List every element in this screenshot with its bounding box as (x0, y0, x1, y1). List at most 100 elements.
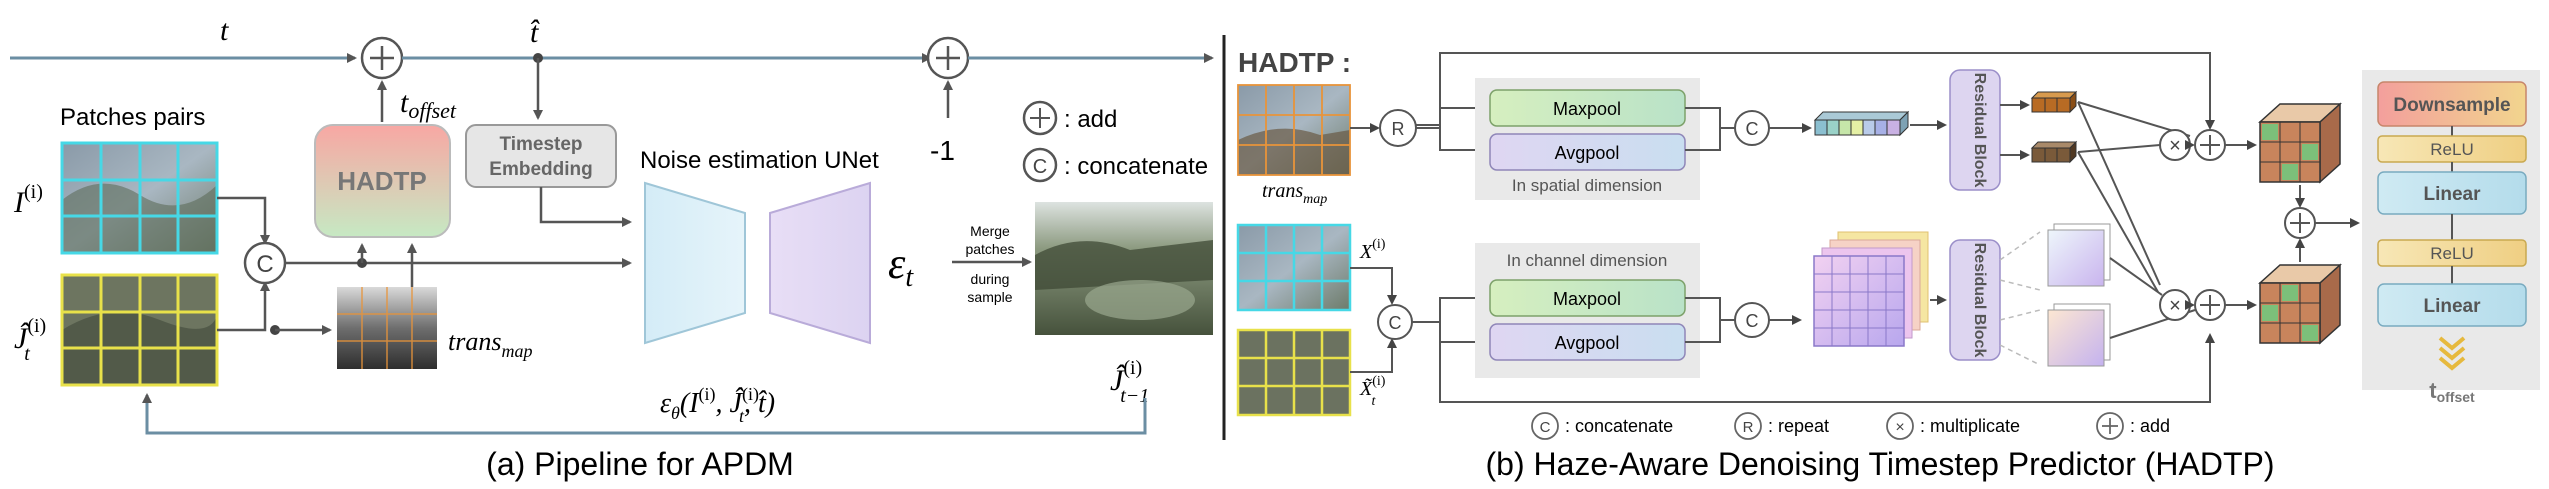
svg-text:C: C (1033, 156, 1047, 178)
pipeline-panel: t t̂ -1 toffset HADTP Timestep Embe (10, 14, 1214, 482)
svg-text:C: C (256, 251, 273, 278)
add-operator-1 (360, 36, 404, 80)
mlp-downsample-label: Downsample (2393, 95, 2510, 116)
mlp-relu-2-label: ReLU (2430, 244, 2473, 263)
add-operator-2 (926, 36, 970, 80)
channel-feature-stack (1813, 231, 1929, 347)
spatial-out-2 (2030, 140, 2078, 164)
unet-label: Noise estimation UNet (640, 147, 879, 174)
residual-block-channel-label: Residual Block (1971, 243, 1988, 358)
concat-spatial: C (1734, 110, 1770, 146)
avgpool-spatial (1489, 133, 1686, 171)
merge-line-1: patches (965, 241, 1014, 257)
I-label: I(i) (13, 181, 43, 219)
mlp-linear-1-label: Linear (2423, 184, 2481, 205)
legend-concat: C : concatenate (1022, 147, 1208, 183)
merge-line-3: sample (967, 289, 1012, 305)
avgpool-channel-label: Avgpool (1555, 333, 1620, 353)
legend-b-add: : add (2096, 412, 2170, 440)
channel-out-1 (2047, 223, 2111, 287)
concat-operator: C (243, 241, 287, 285)
concat-channel: C (1734, 302, 1770, 338)
svg-text:: concatenate: : concatenate (1565, 416, 1673, 436)
multiply-top: × (2159, 129, 2191, 161)
avgpool-spatial-label: Avgpool (1555, 143, 1620, 163)
hadtp-box (314, 124, 451, 238)
residual-block-channel (1949, 239, 2001, 361)
toffset-label: toffset (400, 86, 457, 123)
noisy-patch (60, 273, 219, 387)
legend-b-repeat: R : repeat (1734, 412, 1829, 440)
unet-decoder (769, 181, 871, 345)
channel-out-2 (2047, 303, 2111, 367)
hadtp-trans-label: transmap (1262, 180, 1327, 207)
merge-line-0: Merge (970, 223, 1010, 239)
concat-channel-input: C (1377, 304, 1413, 340)
patches-pairs-label: Patches pairs (60, 104, 205, 131)
svg-text:C: C (1746, 311, 1759, 331)
svg-text:R: R (1392, 119, 1405, 139)
x-label: X(i) (1359, 237, 1386, 263)
legend-b-concat: C : concatenate (1531, 412, 1673, 440)
channel-caption: In channel dimension (1507, 251, 1668, 270)
svg-text:C: C (1389, 313, 1402, 333)
hadtp-box-label: HADTP (337, 166, 427, 196)
add-final (2284, 207, 2316, 239)
minus-one-label: -1 (930, 135, 955, 166)
repeat-operator: R (1379, 109, 1417, 147)
svg-text:×: × (1895, 419, 1904, 436)
spatial-out-1 (2030, 90, 2078, 114)
unet-encoder (644, 181, 746, 345)
J-label: Ĵ(i)t (14, 315, 46, 365)
spatial-caption: In spatial dimension (1512, 176, 1662, 195)
feedback-loop (142, 393, 1147, 435)
merge-line-2: during (971, 271, 1010, 287)
legend-add: : add (1022, 100, 1117, 136)
feature-cube-top (2258, 102, 2342, 184)
chevron-down-icon (2438, 336, 2466, 371)
svg-text:C: C (1540, 419, 1551, 436)
eps-function-label: εθ(I(i), Ĵ(i)t, t̂) (660, 384, 775, 426)
mlp-relu-1-label: ReLU (2430, 140, 2473, 159)
t-label: t (220, 14, 229, 47)
hadtp-trans-image (1237, 84, 1351, 176)
output-scene-image (1035, 202, 1213, 335)
toffset-output-label: toffset (2429, 378, 2475, 405)
residual-block-spatial-label: Residual Block (1971, 73, 1988, 188)
svg-text:×: × (2169, 295, 2181, 317)
maxpool-channel-label: Maxpool (1553, 289, 1621, 309)
svg-text:: concatenate: : concatenate (1064, 153, 1208, 180)
svg-text:×: × (2169, 135, 2181, 157)
legend-b-multiply: × : multiplicate (1886, 412, 2020, 440)
svg-text:: multiplicate: : multiplicate (1920, 416, 2020, 436)
hadtp-xt-patch (1236, 328, 1352, 417)
svg-text:C: C (1746, 119, 1759, 139)
timestep-line2: Embedding (489, 159, 592, 180)
output-label: Ĵ(i)t−1 (1110, 357, 1149, 407)
add-bottom (2194, 289, 2226, 321)
hadtp-panel: HADTP : transmap R Maxpool Avgpool (1236, 47, 2540, 482)
trans-map-label: transmap (448, 327, 532, 361)
svg-text:: repeat: : repeat (1768, 416, 1829, 436)
svg-text:: add: : add (2130, 416, 2170, 436)
input-hazy-patch (60, 141, 219, 255)
add-top (2194, 129, 2226, 161)
mlp-linear-2 (2377, 283, 2527, 327)
multiply-bottom: × (2159, 289, 2191, 321)
svg-text:: add: : add (1064, 106, 1117, 133)
t-hat-label: t̂ (530, 16, 540, 49)
residual-block-spatial (1949, 69, 2001, 191)
feature-cube-bottom (2258, 263, 2342, 345)
hadtp-title: HADTP : (1238, 47, 1351, 78)
svg-text:R: R (1743, 419, 1754, 436)
mlp-linear-2-label: Linear (2423, 296, 2481, 317)
hadtp-caption: (b) Haze-Aware Denoising Timestep Predic… (1486, 446, 2275, 482)
maxpool-spatial-label: Maxpool (1553, 99, 1621, 119)
timestep-line1: Timestep (499, 134, 582, 155)
eps-t-label: εt (888, 239, 914, 293)
xt-label: X̃(i)t (1359, 374, 1386, 409)
hadtp-x-patch (1236, 223, 1352, 312)
spatial-vector (1813, 110, 1910, 137)
pipeline-caption: (a) Pipeline for APDM (486, 446, 794, 482)
